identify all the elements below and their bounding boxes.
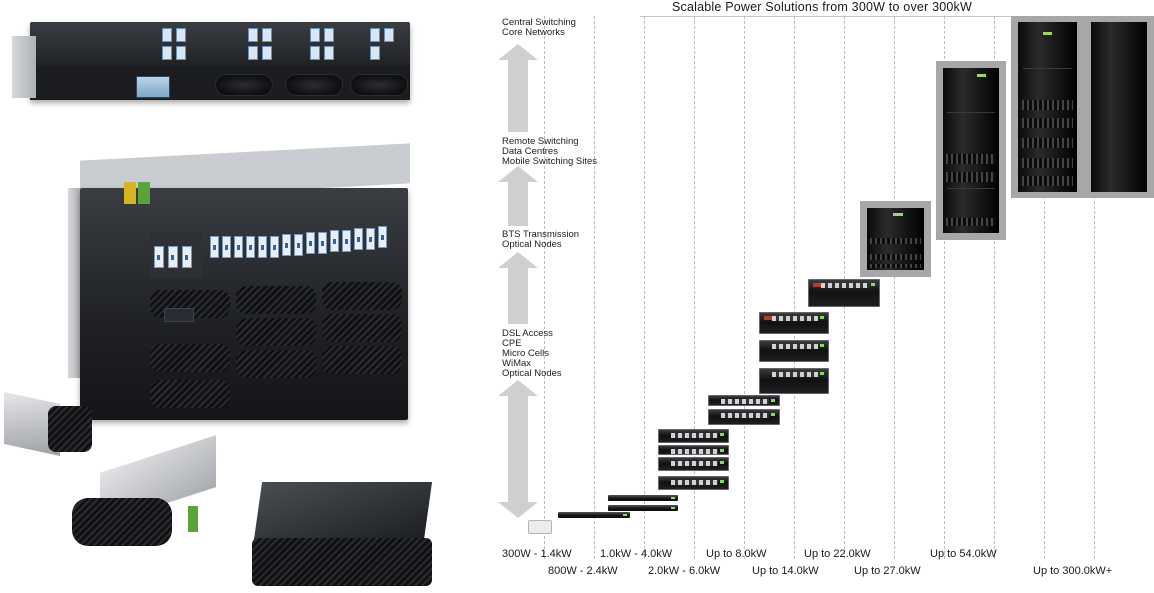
arrow-down-icon <box>498 502 538 518</box>
column-separator <box>794 16 795 559</box>
column-separator <box>1044 16 1045 559</box>
power-system-icon <box>759 312 829 334</box>
small-rectifier-icon <box>4 392 94 464</box>
power-system-icon <box>808 279 880 307</box>
power-system-icon <box>708 395 780 406</box>
power-system-icon <box>658 445 729 455</box>
range-label: Up to 22.0kW <box>804 548 871 560</box>
product-photo-collage <box>0 0 470 593</box>
power-cabinet-icon <box>860 201 931 277</box>
power-system-icon <box>658 429 729 443</box>
diagram-title: Scalable Power Solutions from 300W to ov… <box>671 0 972 14</box>
power-system-icon <box>759 340 829 362</box>
column-separator <box>894 16 895 559</box>
arrow-shaft <box>508 396 528 502</box>
arrow-shaft <box>508 60 528 132</box>
rack-mount-power-shelf-icon <box>10 14 415 104</box>
arrow-up-icon <box>498 252 538 268</box>
range-label: 300W - 1.4kW <box>502 548 572 560</box>
power-system-icon <box>658 476 729 490</box>
tier-label-central: Central Switching Core Networks <box>502 17 576 38</box>
arrow-up-icon <box>498 166 538 182</box>
range-label: Up to 14.0kW <box>752 565 819 577</box>
column-separator <box>994 16 995 559</box>
arrow-shaft <box>508 268 528 324</box>
tier-label-dsl: DSL Access CPE Micro Cells WiMax Optical… <box>502 328 562 379</box>
range-label: Up to 300.0kW+ <box>1033 565 1113 577</box>
range-label: 2.0kW - 6.0kW <box>648 565 721 577</box>
flat-rectifier-module-icon <box>250 482 435 590</box>
range-label: Up to 54.0kW <box>930 548 997 560</box>
arrow-shaft <box>508 182 528 226</box>
rectifier-module-icon <box>70 435 220 549</box>
range-label: 1.0kW - 4.0kW <box>600 548 673 560</box>
column-separator <box>544 16 545 559</box>
arrow-up-icon <box>498 44 538 60</box>
power-shelf-icon <box>608 505 678 511</box>
modular-power-cabinet-icon <box>68 143 413 423</box>
column-separator <box>1094 16 1095 559</box>
column-separator <box>594 16 595 559</box>
column-separator <box>694 16 695 559</box>
power-shelf-icon <box>608 495 678 501</box>
tier-label-bts: BTS Transmission Optical Nodes <box>502 229 580 250</box>
title-rule <box>640 16 1154 17</box>
mini-power-unit-icon <box>528 520 552 534</box>
power-cabinet-icon <box>1011 16 1084 198</box>
power-scaling-diagram: Scalable Power Solutions from 300W to ov… <box>490 0 1154 593</box>
range-label: Up to 27.0kW <box>854 565 921 577</box>
power-system-icon <box>759 368 829 394</box>
power-system-icon <box>708 409 780 425</box>
tier-label-remote: Remote Switching Data Centres Mobile Swi… <box>502 136 598 167</box>
arrow-up-icon <box>498 380 538 396</box>
range-label: 800W - 2.4kW <box>548 565 618 577</box>
column-separator <box>644 16 645 559</box>
column-separator <box>744 16 745 559</box>
power-cabinet-icon <box>936 61 1006 240</box>
power-shelf-icon <box>558 512 630 518</box>
column-separator <box>944 16 945 559</box>
power-system-icon <box>658 457 729 471</box>
range-label: Up to 8.0kW <box>706 548 767 560</box>
power-cabinet-icon <box>1084 16 1154 198</box>
